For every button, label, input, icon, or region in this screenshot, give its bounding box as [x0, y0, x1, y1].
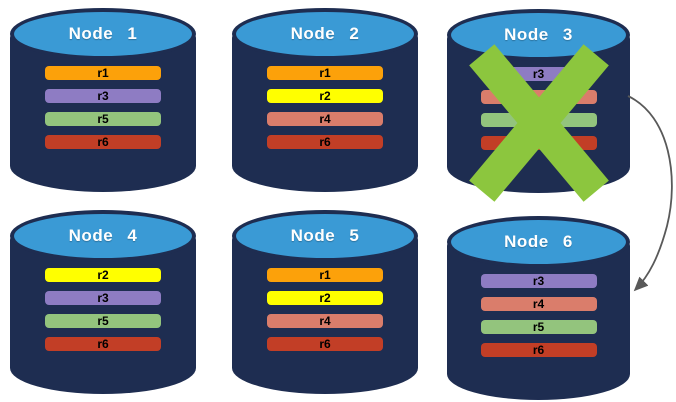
replica-label: r4 [532, 297, 545, 311]
node-title: Node 4 [68, 226, 138, 245]
cylinder-top: Node 2 [232, 8, 418, 60]
replica-label: r1 [97, 66, 109, 80]
cylinder-top: Node 1 [10, 8, 196, 60]
db-node-4: Node 4 r2 r3 r5 r6 [10, 210, 196, 394]
replica-bar: r6 [267, 135, 383, 149]
replica-label: r6 [319, 337, 331, 351]
replica-label: r1 [319, 66, 331, 80]
replica-bar: r4 [267, 314, 383, 328]
replica-bar: r1 [267, 268, 383, 282]
replica-label: r6 [319, 135, 331, 149]
replica-bar: r6 [45, 135, 161, 149]
db-node-1: Node 1 r1 r3 r5 r6 [10, 8, 196, 192]
replica-label: r5 [532, 320, 545, 334]
replica-label: r6 [532, 343, 545, 357]
replica-list: r2 r3 r5 r6 [10, 268, 196, 351]
replica-label: r3 [97, 89, 109, 103]
db-node-6: Node 6 r3 r4 r5 r6 [447, 216, 630, 400]
replica-bar: r6 [480, 343, 597, 357]
replica-label: r2 [97, 268, 109, 282]
replica-list: r3 r4 r5 r6 [447, 274, 630, 357]
replica-list: r1 r3 r5 r6 [10, 66, 196, 149]
replica-bar: r5 [480, 320, 597, 334]
node-title: Node 5 [290, 226, 360, 245]
replica-bar: r2 [267, 89, 383, 103]
replica-label: r4 [319, 314, 331, 328]
replica-bar: r4 [480, 297, 597, 311]
replica-bar: r2 [45, 268, 161, 282]
replica-label: r6 [97, 135, 109, 149]
replica-bar: r2 [267, 291, 383, 305]
replica-bar: r6 [267, 337, 383, 351]
node-title: Node 2 [290, 24, 360, 43]
replica-bar: r3 [45, 89, 161, 103]
replica-label: r3 [532, 67, 545, 81]
db-node-3: Node 3 r3 [447, 9, 630, 202]
replica-list: r1 r2 r4 r6 [232, 66, 418, 149]
replica-bar: r4 [267, 112, 383, 126]
cylinder-top: Node 6 [447, 216, 630, 268]
db-node-2: Node 2 r1 r2 r4 r6 [232, 8, 418, 192]
replica-label: r2 [319, 89, 331, 103]
replica-bar: r5 [45, 314, 161, 328]
replica-bar: r1 [267, 66, 383, 80]
replica-bar: r3 [480, 274, 597, 288]
replica-label: r3 [532, 274, 545, 288]
replica-label: r2 [319, 291, 331, 305]
failover-arrow-path [627, 95, 673, 292]
node-title: Node 6 [504, 232, 573, 251]
replica-bar: r3 [480, 67, 597, 81]
replica-bar: r6 [45, 337, 161, 351]
replica-label: r1 [319, 268, 331, 282]
replica-bar [480, 90, 597, 104]
replica-bar [480, 113, 597, 127]
node-title: Node 1 [68, 24, 138, 43]
replica-bar: r3 [45, 291, 161, 305]
cylinder-top: Node 3 [447, 9, 630, 61]
replica-label: r3 [97, 291, 109, 305]
cylinder-top: Node 4 [10, 210, 196, 262]
replica-label: r6 [97, 337, 109, 351]
replica-list: r1 r2 r4 r6 [232, 268, 418, 351]
replica-bar [480, 136, 597, 150]
db-node-5: Node 5 r1 r2 r4 r6 [232, 210, 418, 394]
cylinder-top: Node 5 [232, 210, 418, 262]
replica-label: r5 [97, 112, 109, 126]
replica-bar: r5 [45, 112, 161, 126]
node-title: Node 3 [504, 25, 573, 44]
replica-list: r3 [447, 67, 630, 150]
replica-label: r5 [97, 314, 109, 328]
replica-bar: r1 [45, 66, 161, 80]
replica-label: r4 [319, 112, 331, 126]
